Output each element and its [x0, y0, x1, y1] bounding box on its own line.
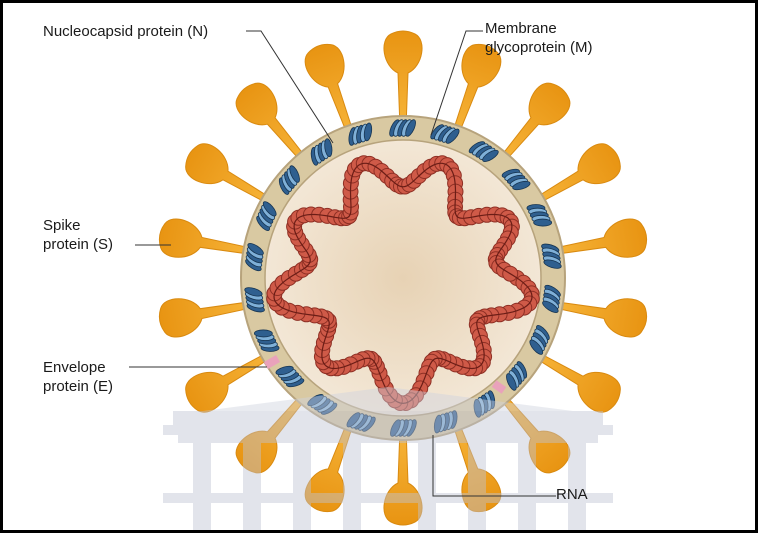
coronavirus-diagram [3, 3, 755, 530]
label-spike-line1: Spike [43, 216, 113, 235]
label-spike-protein: Spike protein (S) [43, 216, 113, 254]
spike-protein-icon [384, 31, 422, 128]
label-nucleocapsid-protein: Nucleocapsid protein (N) [43, 22, 208, 41]
label-envelope-line1: Envelope [43, 358, 113, 377]
label-spike-line2: protein (S) [43, 235, 113, 254]
label-membrane-glycoprotein: Membrane glycoprotein (M) [485, 19, 593, 57]
label-envelope-line2: protein (E) [43, 377, 113, 396]
label-membrane-line1: Membrane [485, 19, 593, 38]
label-rna: RNA [556, 485, 588, 504]
label-envelope-protein: Envelope protein (E) [43, 358, 113, 396]
label-membrane-line2: glycoprotein (M) [485, 38, 593, 57]
